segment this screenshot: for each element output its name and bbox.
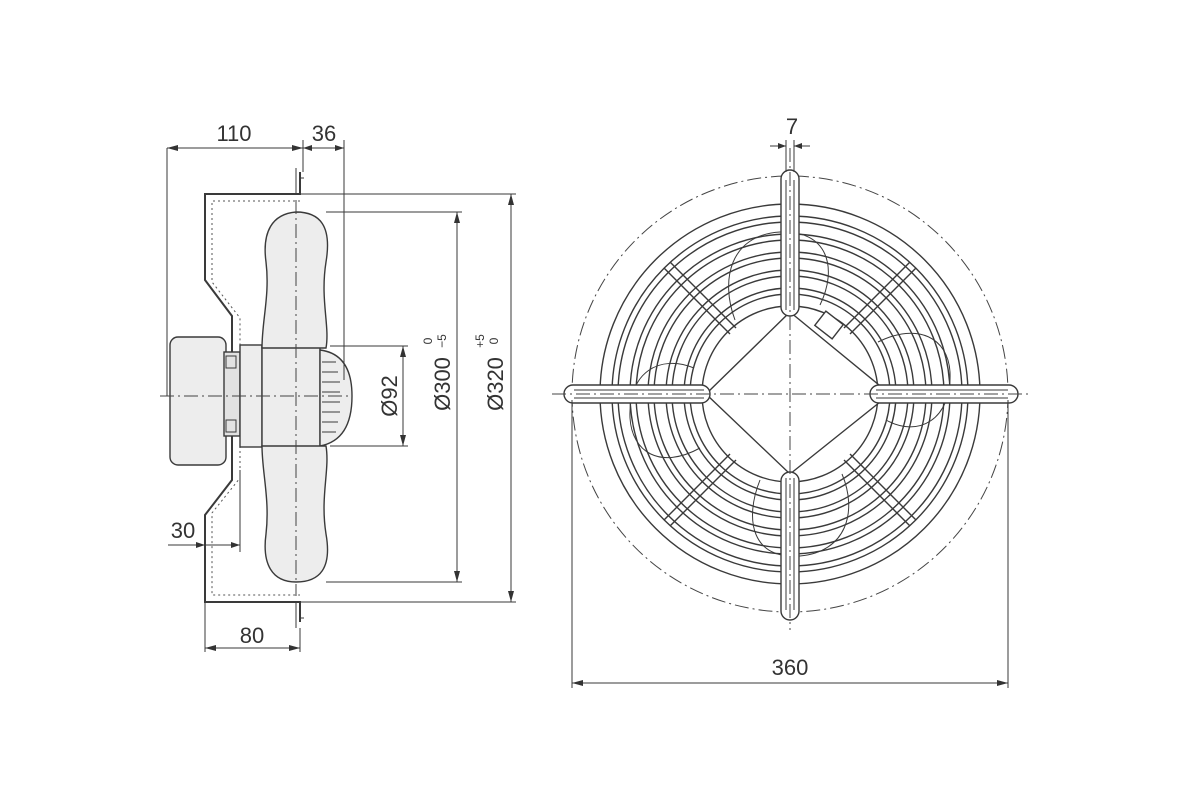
blade-top xyxy=(261,211,329,349)
flange-bolt-bottom xyxy=(295,602,304,628)
svg-text:+5: +5 xyxy=(473,334,487,348)
motor-body xyxy=(169,336,227,466)
svg-text:360: 360 xyxy=(772,655,809,680)
svg-text:0: 0 xyxy=(421,337,435,344)
dim-80: 80 xyxy=(205,623,300,651)
dim-110: 110 xyxy=(167,121,303,151)
fan-blades-front xyxy=(629,231,951,557)
dim-360: 360 xyxy=(571,400,1009,688)
svg-text:−5: −5 xyxy=(435,334,449,348)
svg-text:0: 0 xyxy=(487,337,501,344)
grille-spokes xyxy=(663,261,917,527)
dim-blade-diameter: Ø300 0 −5 xyxy=(421,212,460,582)
flange-bolt-top xyxy=(295,168,304,194)
motor-mounting-plate xyxy=(704,311,892,475)
svg-text:7: 7 xyxy=(786,114,798,139)
dim-7: 7 xyxy=(770,114,810,172)
housing-inner-dotted xyxy=(211,200,300,596)
side-view: 110 36 30 80 Ø92 xyxy=(160,121,516,652)
svg-text:80: 80 xyxy=(240,623,264,648)
blade-bottom xyxy=(261,445,329,583)
svg-text:Ø320: Ø320 xyxy=(483,357,508,411)
dim-30: 30 xyxy=(168,518,240,548)
front-view: 7 360 xyxy=(552,114,1030,688)
dim-hub-diameter: Ø92 xyxy=(377,346,406,446)
svg-text:110: 110 xyxy=(216,121,251,146)
svg-text:Ø92: Ø92 xyxy=(377,375,402,417)
svg-text:36: 36 xyxy=(312,121,336,146)
svg-text:Ø300: Ø300 xyxy=(430,357,455,411)
terminal-box xyxy=(813,310,845,340)
svg-text:30: 30 xyxy=(171,518,195,543)
dim-36: 36 xyxy=(303,121,344,151)
dim-ring-diameter: Ø320 +5 0 xyxy=(473,194,514,602)
